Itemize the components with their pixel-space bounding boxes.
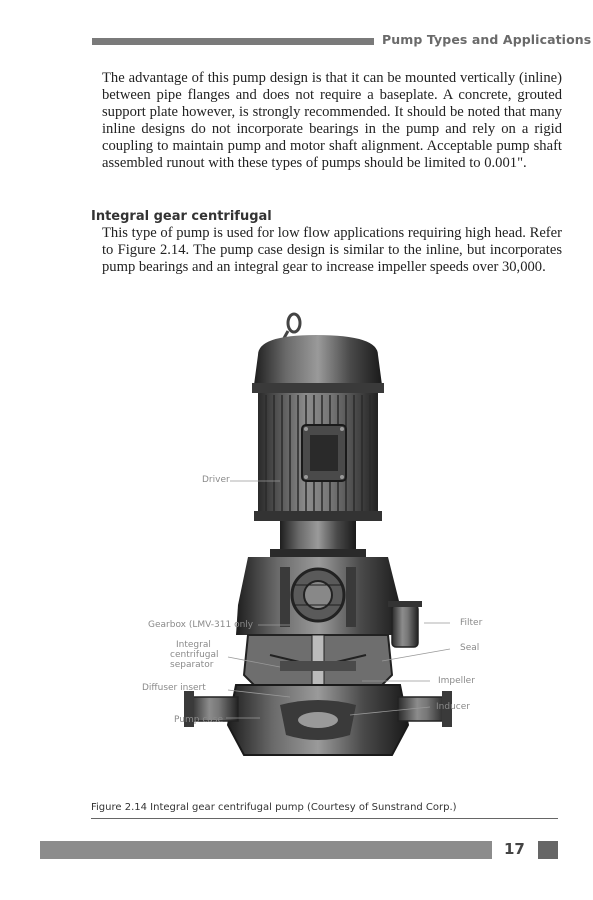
caption-rule	[91, 818, 558, 819]
label-separator-line2: centrifugal	[170, 650, 219, 660]
coupling	[270, 521, 366, 557]
pump-case	[184, 684, 452, 756]
label-driver: Driver	[202, 475, 230, 485]
motor-cap	[252, 335, 384, 393]
footer-square	[538, 841, 558, 859]
paragraph-inline-pump: The advantage of this pump design is tha…	[102, 70, 562, 171]
leader-lines	[226, 480, 451, 719]
section-heading: Integral gear centrifugal	[91, 209, 272, 224]
label-impeller: Impeller	[438, 676, 475, 686]
gearbox-housing	[236, 557, 402, 635]
paragraph-integral-gear: This type of pump is used for low flow a…	[102, 225, 562, 275]
label-separator-line3: separator	[170, 660, 214, 670]
label-seal: Seal	[460, 643, 480, 653]
label-diffuser: Diffuser insert	[142, 683, 206, 693]
filter-canister	[388, 601, 422, 648]
motor-driver	[254, 393, 382, 521]
page-number: 17	[504, 840, 525, 858]
header-rule	[92, 38, 374, 45]
footer-bar	[40, 841, 492, 859]
label-pump-case: Pump case	[174, 715, 224, 725]
label-gearbox: Gearbox (LMV-311 only	[148, 620, 254, 630]
label-separator-line1: Integral	[176, 640, 211, 650]
figure-caption: Figure 2.14 Integral gear centrifugal pu…	[91, 802, 457, 813]
label-filter: Filter	[460, 618, 483, 628]
label-inducer: Inducer	[436, 702, 470, 712]
pump-figure: Driver Gearbox (LMV-311 only Integral ce…	[130, 305, 500, 770]
running-header: Pump Types and Applications	[382, 32, 592, 47]
pump-illustration	[184, 312, 452, 756]
